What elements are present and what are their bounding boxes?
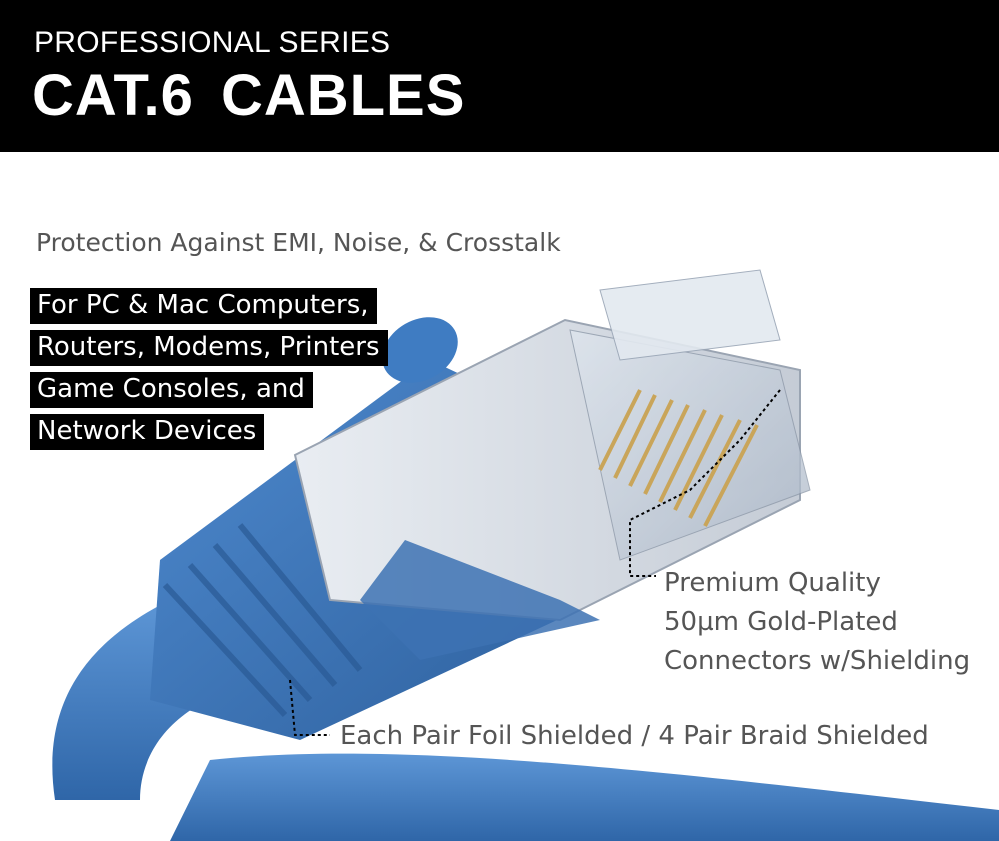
boot-ribs — [162, 523, 363, 718]
compatibility-line: For PC & Mac Computers, — [30, 288, 377, 324]
tagline: Protection Against EMI, Noise, & Crossta… — [36, 228, 561, 257]
connector-callout-line: Connectors w/Shielding — [664, 646, 971, 676]
cable-bottom — [170, 753, 999, 841]
header-banner: PROFESSIONAL SERIES CAT.6 CABLES — [0, 0, 999, 152]
boot-back — [382, 317, 458, 383]
series-title: PROFESSIONAL SERIES — [34, 26, 391, 59]
connector-callout-line: Premium Quality — [664, 568, 881, 598]
connector-callout: Premium Quality 50µm Gold-Plated Connect… — [664, 564, 970, 681]
compatibility-line: Routers, Modems, Printers — [30, 330, 388, 366]
gold-pins — [598, 389, 759, 527]
compatibility-line: Network Devices — [30, 414, 265, 450]
compatibility-list: For PC & Mac Computers, Routers, Modems,… — [30, 288, 388, 456]
latch — [599, 269, 781, 361]
product-title: CAT.6 CABLES — [32, 63, 466, 128]
leader-lines — [289, 389, 781, 736]
shielding-callout: Each Pair Foil Shielded / 4 Pair Braid S… — [340, 721, 929, 751]
connector-callout-line: 50µm Gold-Plated — [664, 607, 898, 637]
bottom-tab — [360, 540, 600, 660]
compatibility-line: Game Consoles, and — [30, 372, 313, 408]
